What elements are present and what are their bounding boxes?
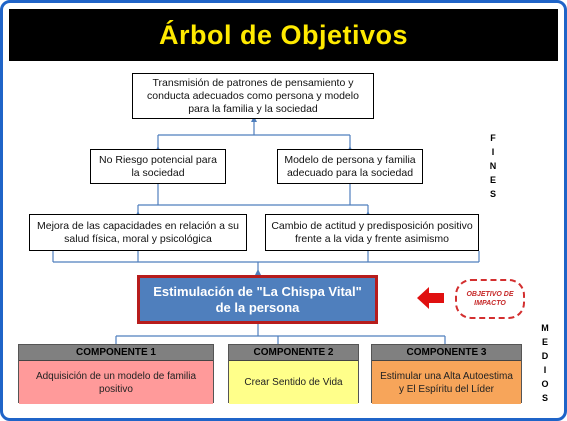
component-3-header: COMPONENTE 3 — [372, 345, 521, 361]
fin-top-box: Transmisión de patrones de pensamiento y… — [132, 73, 374, 119]
fin-mid-left-box: No Riesgo potencial para la sociedad — [90, 149, 226, 184]
fin-low-left-box: Mejora de las capacidades en relación a … — [29, 214, 247, 251]
component-1-header: COMPONENTE 1 — [19, 345, 213, 361]
component-2: COMPONENTE 2 Crear Sentido de Vida — [228, 344, 359, 404]
impact-arrow-icon — [417, 287, 444, 309]
fines-side-label: F I N E S — [489, 133, 497, 199]
fin-low-right-box: Cambio de actitud y predisposición posit… — [265, 214, 479, 251]
title-bar: Árbol de Objetivos — [9, 9, 558, 61]
medios-side-label: M E D I O S — [541, 323, 549, 403]
fin-mid-right-box: Modelo de persona y familia adecuado par… — [277, 149, 423, 184]
component-3: COMPONENTE 3 Estimular una Alta Autoesti… — [371, 344, 522, 404]
component-3-body: Estimular una Alta Autoestima y El Espír… — [372, 361, 521, 404]
core-objective-box: Estimulación de "La Chispa Vital" de la … — [137, 275, 378, 324]
connector-lines — [52, 116, 480, 344]
component-1: COMPONENTE 1 Adquisición de un modelo de… — [18, 344, 214, 404]
page-title: Árbol de Objetivos — [158, 19, 409, 50]
impact-objective-label: OBJETIVO DE IMPACTO — [455, 279, 525, 319]
component-2-body: Crear Sentido de Vida — [229, 361, 358, 404]
component-2-header: COMPONENTE 2 — [229, 345, 358, 361]
component-1-body: Adquisición de un modelo de familia posi… — [19, 361, 213, 404]
